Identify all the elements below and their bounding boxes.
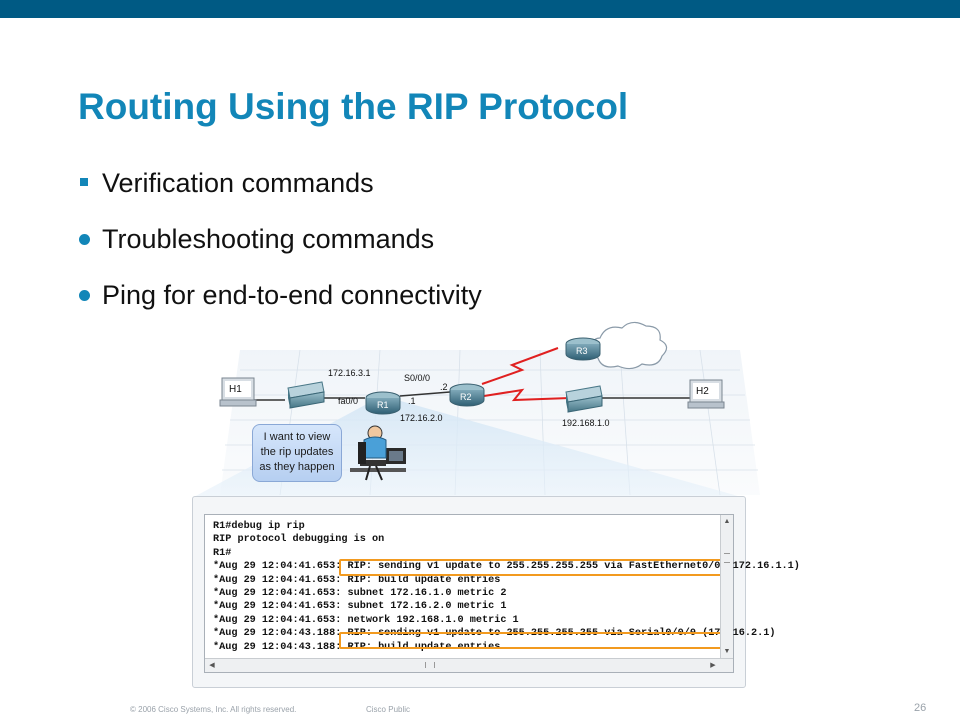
dot-bullet-icon	[78, 222, 100, 256]
device-label-h2: H2	[696, 386, 709, 397]
device-label-r3: R3	[576, 346, 588, 356]
device-label-r2: R2	[460, 392, 472, 402]
vertical-scrollbar[interactable]: ▲ ▼	[720, 515, 733, 659]
host-label: .1	[408, 396, 416, 406]
terminal-line: *Aug 29 12:04:41.653: subnet 172.16.1.0 …	[213, 587, 507, 599]
scroll-right-icon[interactable]: ▶	[710, 662, 716, 669]
horizontal-scrollbar[interactable]: ◀ ▶	[205, 658, 733, 672]
terminal-line: *Aug 29 12:04:41.653: RIP: sending v1 up…	[213, 561, 800, 573]
router-icon: R1	[365, 391, 401, 415]
host-label: .2	[440, 382, 448, 392]
switch-icon	[287, 381, 325, 409]
cloud-icon	[589, 321, 668, 370]
callout-line: I want to view	[263, 431, 331, 443]
highlight-box	[339, 559, 723, 576]
bullet-text: Troubleshooting commands	[102, 224, 435, 254]
scroll-thumb[interactable]	[425, 662, 435, 668]
interface-label: fa0/0	[338, 396, 358, 406]
bullet-text: Ping for end-to-end connectivity	[102, 280, 482, 310]
top-bar	[0, 0, 960, 18]
router-icon: R3	[565, 337, 601, 361]
footer-copyright: © 2006 Cisco Systems, Inc. All rights re…	[130, 705, 297, 714]
device-label-r1: R1	[377, 400, 389, 410]
dot-bullet-icon	[78, 278, 100, 312]
router-icon: R2	[449, 383, 485, 407]
callout-line: the rip updates	[260, 446, 334, 458]
highlight-box	[339, 632, 723, 649]
terminal-line: R1#debug ip rip	[213, 521, 305, 532]
terminal-line: *Aug 29 12:04:41.653: RIP: build update …	[213, 574, 501, 586]
scroll-left-icon[interactable]: ◀	[209, 662, 215, 669]
scroll-thumb[interactable]	[724, 553, 730, 563]
net-label: 172.16.3.1	[328, 368, 371, 378]
bullet-text: Verification commands	[102, 168, 374, 198]
slide-title: Routing Using the RIP Protocol	[78, 86, 629, 127]
interface-label: S0/0/0	[404, 373, 430, 383]
switch-icon	[565, 385, 603, 413]
footer-classification: Cisco Public	[366, 705, 411, 714]
page-number: 26	[914, 702, 927, 714]
terminal-line: R1#	[213, 547, 232, 559]
pc-icon: H1	[219, 377, 257, 407]
device-label-h1: H1	[229, 384, 242, 395]
callout-line: as they happen	[259, 461, 335, 473]
terminal-line: *Aug 29 12:04:41.653: network 192.168.1.…	[213, 614, 519, 626]
network-topology-diagram: H1 R1 R2 R3 H2 172.16.3.1 fa0/0	[192, 321, 760, 498]
net-label: 192.168.1.0	[562, 418, 610, 428]
scroll-up-icon[interactable]: ▲	[723, 518, 731, 525]
net-label: 172.16.2.0	[400, 413, 443, 423]
terminal-line: RIP protocol debugging is on	[213, 534, 385, 546]
technician-icon	[350, 425, 406, 481]
terminal-console[interactable]: R1#debug ip rip RIP protocol debugging i…	[204, 514, 800, 673]
speech-callout: I want to view the rip updates as they h…	[252, 424, 342, 482]
square-bullet-icon	[78, 166, 100, 200]
pc-icon: H2	[687, 379, 725, 409]
scroll-down-icon[interactable]: ▼	[723, 648, 731, 655]
terminal-line: *Aug 29 12:04:41.653: subnet 172.16.2.0 …	[213, 601, 507, 613]
wan-links	[481, 347, 571, 402]
